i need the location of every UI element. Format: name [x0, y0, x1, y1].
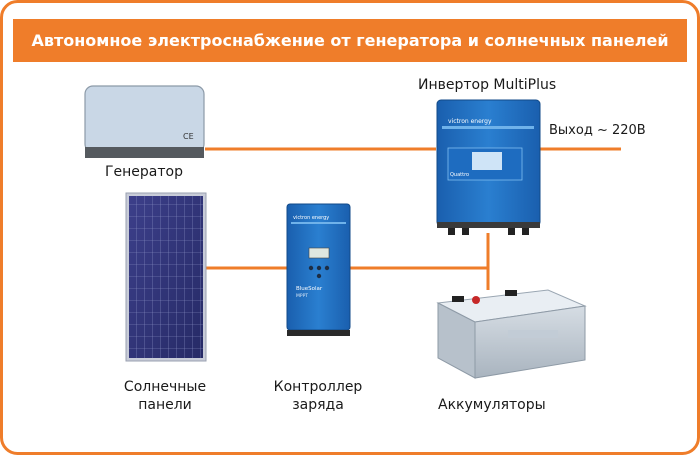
wires — [205, 147, 621, 290]
charge-controller-device: victron energy BlueSolar MPPT — [286, 203, 351, 336]
label-solar-panels: Солнечные панели — [115, 378, 215, 414]
label-controller-line2: заряда — [292, 397, 344, 413]
generator-device: CE — [84, 85, 205, 158]
label-batteries: Аккумуляторы — [438, 397, 546, 413]
inverter-device: victron energy Quattro — [436, 99, 541, 235]
controller-sub-text: MPPT — [296, 293, 308, 299]
battery-device — [436, 289, 587, 379]
label-solar-line2: панели — [138, 397, 192, 413]
label-inverter: Инвертор MultiPlus — [418, 77, 557, 93]
controller-brand-text: victron energy — [293, 215, 329, 221]
label-controller-line1: Контроллер — [273, 379, 363, 395]
controller-model-text: BlueSolar — [296, 286, 323, 292]
svg-text:CE: CE — [183, 132, 194, 141]
label-output: Выход ~ 220В — [549, 123, 646, 138]
inverter-panel-text: Quattro — [450, 172, 469, 178]
label-solar-line1: Солнечные — [123, 379, 207, 395]
solar-panel-device — [125, 192, 207, 362]
inverter-brand-text: victron energy — [448, 118, 492, 125]
label-generator: Генератор — [105, 164, 183, 180]
page-title: Автономное электроснабжение от генератор… — [13, 19, 687, 62]
label-charge-controller: Контроллер заряда — [268, 378, 368, 414]
